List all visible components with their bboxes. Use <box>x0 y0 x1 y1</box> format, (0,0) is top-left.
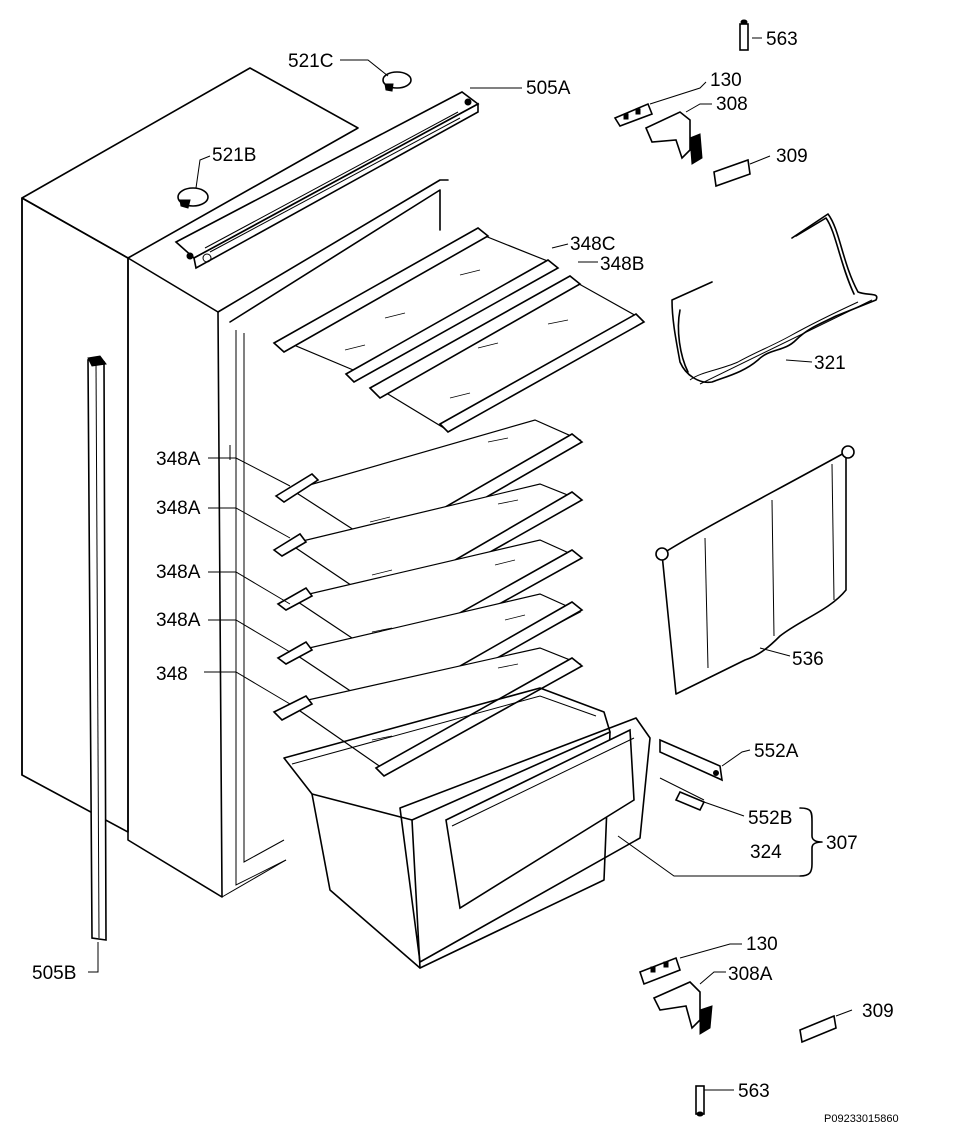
label-130-top: 130 <box>710 70 742 91</box>
label-348c: 348C <box>570 234 615 255</box>
label-505b: 505B <box>32 963 76 984</box>
hinge-cover-130-top <box>613 102 654 127</box>
label-309-bottom: 309 <box>862 1001 894 1022</box>
label-308: 308 <box>716 94 748 115</box>
label-321: 321 <box>814 353 846 374</box>
label-552a: 552A <box>754 741 799 762</box>
hinge-308 <box>644 111 703 165</box>
hinge-308a <box>652 981 713 1035</box>
shelf-348c <box>272 227 560 383</box>
plate-309-bottom <box>799 1014 837 1044</box>
leader-lines <box>88 37 853 1091</box>
top-rail-505a <box>174 91 480 270</box>
door-seal-strip-505b <box>87 355 107 941</box>
cover-cap-521c <box>382 71 412 92</box>
label-308a: 308A <box>728 964 773 985</box>
screw-563-top <box>739 19 749 51</box>
cover-cap-521b <box>177 187 209 209</box>
label-552b: 552B <box>748 808 792 829</box>
cabinet-body <box>21 67 449 898</box>
label-324: 324 <box>750 842 782 863</box>
part-labels: 563 521C 505A 130 308 521B 309 348C 348B… <box>32 29 899 1125</box>
label-309-top: 309 <box>776 146 808 167</box>
rail-552a <box>659 738 723 782</box>
label-521c: 521C <box>288 51 333 72</box>
label-130-bottom: 130 <box>746 934 778 955</box>
brace-307 <box>799 807 823 877</box>
label-563-bottom: 563 <box>738 1081 770 1102</box>
label-348a-1: 348A <box>156 449 201 470</box>
label-521b: 521B <box>212 145 256 166</box>
label-348b: 348B <box>600 254 644 275</box>
plate-309-top <box>713 158 751 188</box>
label-348a-3: 348A <box>156 562 201 583</box>
label-348a-4: 348A <box>156 610 201 631</box>
shelf-348b <box>368 275 646 433</box>
flap-536 <box>655 445 855 695</box>
label-505a: 505A <box>526 78 571 99</box>
reference-code: P09233015860 <box>824 1113 899 1125</box>
label-536: 536 <box>792 649 824 670</box>
label-348: 348 <box>156 664 188 685</box>
hinge-cover-130-bottom <box>639 956 681 986</box>
label-563-top: 563 <box>766 29 798 50</box>
rail-552b <box>659 777 706 812</box>
bottle-rack-321 <box>671 213 878 385</box>
label-348a-2: 348A <box>156 498 201 519</box>
crisper-drawer <box>283 687 651 969</box>
shelf-348 <box>272 647 584 777</box>
label-307: 307 <box>826 833 858 854</box>
screw-563-bottom <box>695 1085 705 1117</box>
